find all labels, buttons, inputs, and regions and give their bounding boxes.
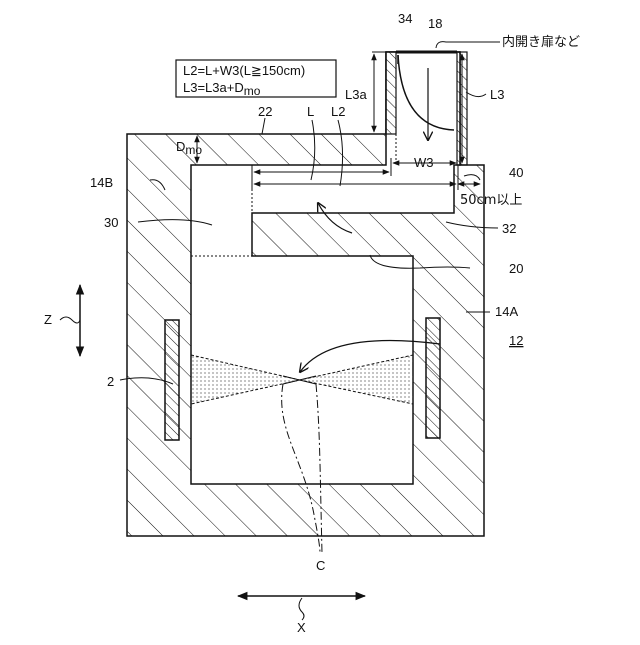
label-50cm: 50cm以上 (460, 193, 522, 208)
left-window (165, 320, 179, 440)
label-x: X (297, 620, 306, 635)
label-l3a: L3a (345, 87, 367, 102)
label-2: 2 (107, 374, 114, 389)
label-14b: 14B (90, 175, 113, 190)
label-l3: L3 (490, 87, 504, 102)
label-l: L (307, 104, 314, 119)
label-32: 32 (502, 221, 516, 236)
label-20: 20 (509, 261, 523, 276)
label-l2: L2 (331, 104, 345, 119)
label-12: 12 (509, 333, 523, 348)
formula-box: L2=L+W3(L≧150cm) L3=L3a+Dmo (176, 60, 336, 98)
label-22: 22 (258, 104, 272, 119)
z-axis (60, 285, 80, 356)
label-30: 30 (104, 215, 118, 230)
label-w3: W3 (414, 155, 434, 170)
label-18: 18 (428, 16, 442, 31)
label-door: 内開き扉など (502, 34, 580, 50)
label-c: C (316, 558, 325, 573)
x-axis (238, 596, 365, 620)
label-z: Z (44, 312, 52, 327)
right-window (426, 318, 440, 438)
label-14a: 14A (495, 304, 518, 319)
formula-line1: L2=L+W3(L≧150cm) (183, 63, 305, 78)
label-34: 34 (398, 11, 412, 26)
label-40: 40 (509, 165, 523, 180)
